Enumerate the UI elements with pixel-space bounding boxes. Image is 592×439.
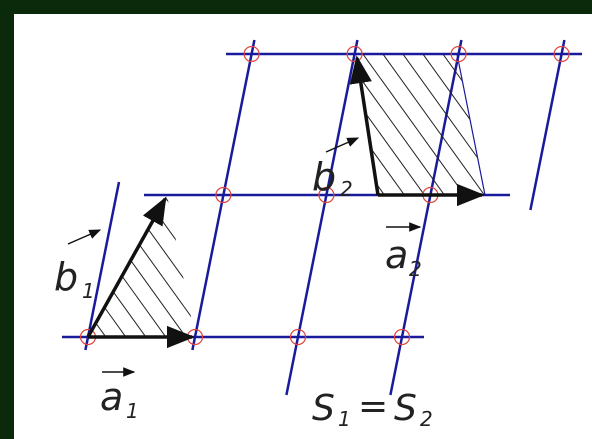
hatch-line-2 <box>379 54 485 195</box>
slanted-line-5 <box>529 39 566 211</box>
equation-s2: S <box>394 388 417 429</box>
slanted-line-3 <box>285 39 359 396</box>
label-a1: a 1 <box>100 367 139 423</box>
label-a2: a 2 <box>385 222 422 281</box>
vector-b1-arrow <box>86 196 167 338</box>
slanted-line-4 <box>389 39 463 396</box>
label-a2-sub: 2 <box>409 257 422 281</box>
hatch-line-2 <box>399 54 485 195</box>
hatch-line-2 <box>355 54 409 195</box>
label-a2-letter: a <box>385 233 408 277</box>
lattice-node <box>318 186 335 204</box>
equation-s2-sub: 2 <box>420 407 433 431</box>
lattice-node <box>553 45 570 63</box>
lattice-node <box>243 45 260 63</box>
hatch-line-2 <box>355 54 429 195</box>
slanted-line-2 <box>191 39 256 351</box>
label-b2: b 2 <box>312 137 360 201</box>
equation-s1: S <box>312 388 335 429</box>
lattice-node <box>393 328 411 346</box>
vector-b2-arrow <box>349 55 380 196</box>
equation-equals: = <box>358 386 388 427</box>
label-b1-letter: b <box>54 255 78 299</box>
label-a1-sub: 1 <box>126 399 139 423</box>
lattice-nodes <box>79 45 570 346</box>
label-b2-letter: b <box>312 155 336 199</box>
hatch-line-1 <box>88 195 129 337</box>
label-b1-overarrow <box>67 229 102 245</box>
slanted-lattice-lines <box>84 39 566 396</box>
label-b1: b 1 <box>54 229 102 303</box>
hatch-line-2 <box>359 54 469 195</box>
lattice-node <box>450 45 467 63</box>
lattice-node <box>215 186 232 204</box>
equation-s1-sub: 1 <box>338 407 351 431</box>
label-b1-sub: 1 <box>82 279 95 303</box>
label-a1-letter: a <box>100 375 123 419</box>
parallelogram-2-edge <box>456 53 486 196</box>
slanted-line-1 <box>84 181 121 351</box>
label-b2-sub: 2 <box>340 177 353 201</box>
hatch-line-2 <box>439 54 485 195</box>
area-equation: S 1 = S 2 <box>312 386 433 431</box>
label-b2-overarrow <box>325 137 360 153</box>
lattice-node <box>289 328 307 346</box>
